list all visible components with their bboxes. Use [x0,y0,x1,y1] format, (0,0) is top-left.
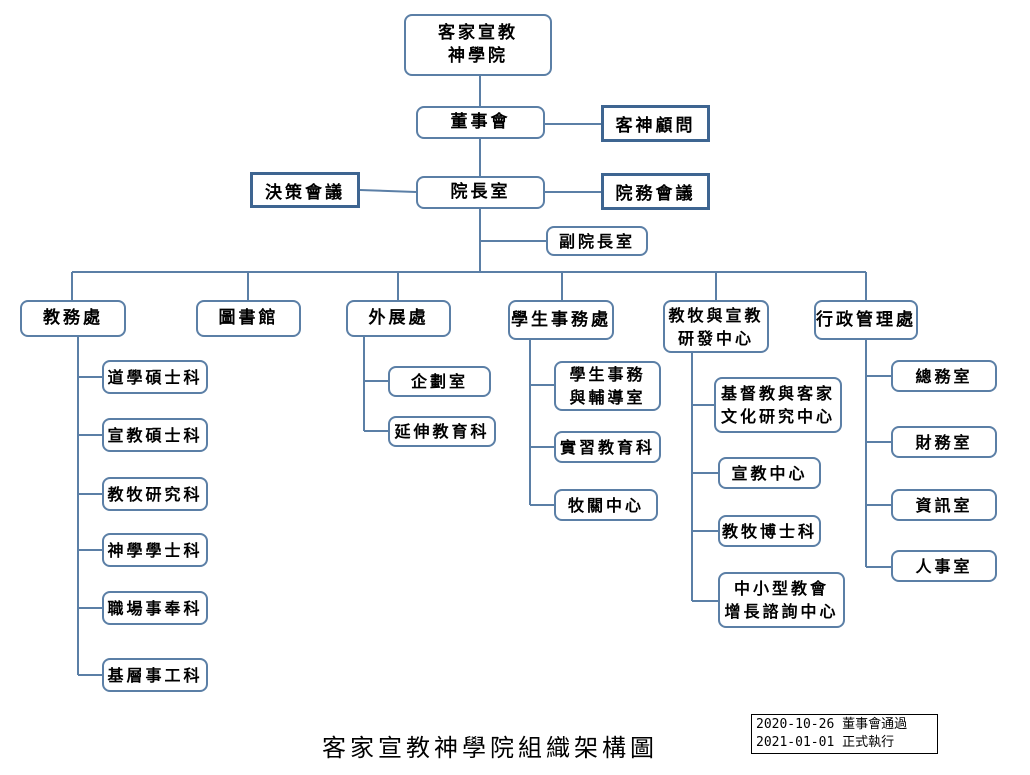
president-office-node: 院長室 [416,176,545,209]
admin-item: 總務室 [891,360,997,392]
student-item: 學生事務 與輔導室 [554,361,661,411]
student-item: 牧關中心 [554,489,658,521]
academic-item: 教牧研究科 [102,477,208,511]
student-item: 實習教育科 [554,431,661,463]
academic-item: 職場事奉科 [102,591,208,625]
admin-item: 資訊室 [891,489,997,521]
research-item: 教牧博士科 [718,515,821,547]
decision-meeting-node: 決策會議 [250,172,360,208]
chart-title: 客家宣教神學院組織架構圖 [322,734,658,762]
research-item: 基督教與客家 文化研究中心 [714,377,842,433]
affairs-meeting-node: 院務會議 [601,173,710,210]
vice-president-node: 副院長室 [546,226,648,256]
approval-note-line: 2020-10-26 董事會通過 [756,717,908,732]
academic-item: 道學碩士科 [102,360,208,394]
advisor-node: 客神顧問 [601,105,710,142]
academic-item: 宣教碩士科 [102,418,208,452]
approval-note-line: 2021-01-01 正式執行 [756,735,895,750]
student-affairs-node: 學生事務處 [508,300,614,340]
research-center-node: 教牧與宣教 研發中心 [663,300,769,353]
academic-affairs-node: 教務處 [20,300,126,337]
research-item: 中小型教會 增長諮詢中心 [718,572,845,628]
approval-note: 2020-10-26 董事會通過 2021-01-01 正式執行 [751,714,938,754]
extension-item: 延伸教育科 [388,416,496,447]
extension-node: 外展處 [346,300,451,337]
admin-item: 財務室 [891,426,997,458]
academic-item: 神學學士科 [102,533,208,567]
research-item: 宣教中心 [718,457,821,489]
extension-item: 企劃室 [388,366,491,397]
academic-item: 基層事工科 [102,658,208,692]
board-node: 董事會 [416,106,545,139]
library-node: 圖書館 [196,300,301,337]
admin-item: 人事室 [891,550,997,582]
institute-node: 客家宣教 神學院 [404,14,552,76]
administration-node: 行政管理處 [814,300,918,340]
